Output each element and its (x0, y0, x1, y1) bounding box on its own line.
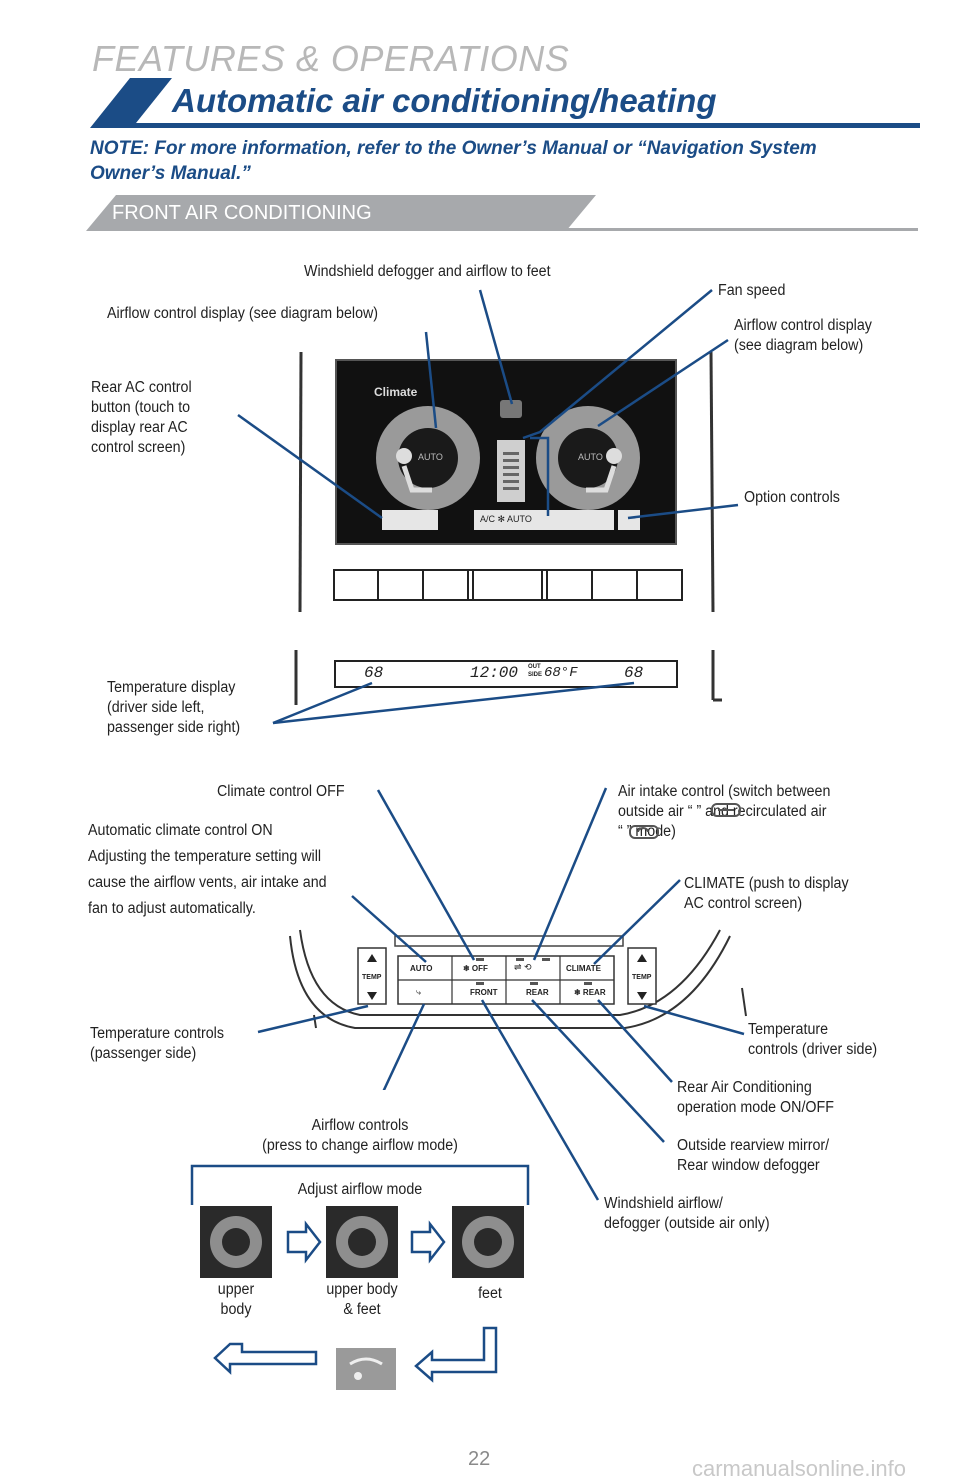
arrow-right-icon (410, 1220, 446, 1264)
lcd-outside-temp: 68°F (544, 665, 578, 681)
outside-air-icon (711, 803, 741, 817)
upper-body-mode-icon (200, 1206, 272, 1278)
label-temp-passenger: Temperature controls (passenger side) (90, 1025, 224, 1062)
fan-speed-bar (497, 440, 525, 502)
mode-label-upper-body: upper body (217, 1281, 255, 1318)
auto-button[interactable]: AUTO (410, 964, 433, 973)
temperature-lcd (334, 660, 678, 688)
label-fan-speed: Fan speed (718, 282, 786, 299)
label-airflow-controls: Airflow controls (press to change airflo… (262, 1117, 458, 1154)
display-diagram (237, 289, 739, 725)
label-air-intake: Air intake control (switch between outsi… (618, 783, 831, 840)
upper-body-feet-mode-icon (326, 1206, 398, 1278)
right-mode-text: AUTO (578, 452, 603, 462)
subheading-band (86, 195, 918, 231)
air-intake-button[interactable]: ⇌ ⟲ (514, 962, 532, 972)
footer-watermark: carmanualsonline.info (692, 1456, 907, 1481)
subheading: FRONT AIR CONDITIONING (112, 202, 372, 224)
front-defogger-button[interactable]: FRONT (470, 988, 498, 997)
label-climate-off: Climate control OFF (217, 783, 345, 800)
lcd-outside-label-2: SIDE (528, 672, 543, 678)
lcd-temp-right: 68 (624, 664, 644, 682)
section-title: FEATURES & OPERATIONS (92, 38, 570, 79)
control-panel-diagram (257, 787, 747, 1090)
temp-label-left: TEMP (362, 974, 382, 981)
label-climate-button: CLIMATE (push to display AC control scre… (684, 875, 849, 912)
windshield-defrost-icon (336, 1348, 396, 1390)
lcd-clock: 12:00 (470, 664, 519, 682)
lcd-temp-left: 68 (364, 664, 384, 682)
airflow-mode-title: Adjust airflow mode (258, 1180, 462, 1200)
recirculated-air-icon (629, 825, 659, 839)
label-windshield-airflow: Windshield airflow/ defogger (outside ai… (604, 1195, 770, 1232)
lcd-outside-label-1: OUT (528, 664, 541, 670)
label-airflow-display-right: Airflow control display (see diagram bel… (734, 317, 872, 354)
defogger-feet-icon (500, 400, 522, 418)
label-mirror-defogger: Outside rearview mirror/ Rear window def… (677, 1137, 830, 1174)
page-title: Automatic air conditioning/heating (172, 82, 717, 119)
lower-callout-lines (480, 999, 665, 1201)
feet-mode-icon (452, 1206, 524, 1278)
airflow-mode-button[interactable]: ⤷ (416, 987, 422, 997)
return-arrow-right-icon (414, 1326, 498, 1383)
climate-button[interactable]: CLIMATE (566, 964, 601, 973)
option-button (618, 510, 640, 530)
label-airflow-display-left: Airflow control display (see diagram bel… (107, 305, 379, 322)
airflow-mode-icons (200, 1206, 524, 1390)
page-number: 22 (468, 1448, 491, 1470)
climate-off-button[interactable]: ❄ OFF (463, 964, 488, 973)
title-bar-graphic (90, 78, 920, 128)
rear-ac-button (382, 510, 438, 530)
screen-title: Climate (374, 385, 418, 399)
rear-ac-mode-button[interactable]: ❄ REAR (574, 988, 606, 997)
mode-label-upper-body-feet: upper body & feet (326, 1281, 398, 1318)
right-airflow-dial (536, 406, 640, 510)
label-option-controls: Option controls (744, 489, 840, 506)
label-rear-ac-button: Rear AC control button (touch to display… (91, 379, 192, 456)
rear-defogger-button[interactable]: REAR (526, 988, 549, 997)
note-text: NOTE: For more information, refer to the… (90, 138, 817, 184)
label-auto-on: Automatic climate control ON Adjusting t… (88, 822, 327, 917)
label-temperature-display: Temperature display (driver side left, p… (107, 679, 241, 736)
label-windshield-defogger-feet: Windshield defogger and airflow to feet (304, 263, 551, 280)
label-rear-ac-mode: Rear Air Conditioning operation mode ON/… (677, 1079, 834, 1116)
left-mode-text: AUTO (418, 452, 443, 462)
return-arrow-left-icon (213, 1342, 318, 1375)
status-bar (474, 510, 614, 530)
status-bar-text: A/C ✻ AUTO (480, 514, 532, 524)
label-temp-driver: Temperature controls (driver side) (748, 1021, 878, 1058)
airflow-mode-bracket (190, 1164, 530, 1205)
temp-label-right: TEMP (632, 974, 652, 981)
left-airflow-dial (376, 406, 480, 510)
mode-label-feet: feet (478, 1285, 502, 1302)
arrow-right-icon (286, 1220, 322, 1264)
